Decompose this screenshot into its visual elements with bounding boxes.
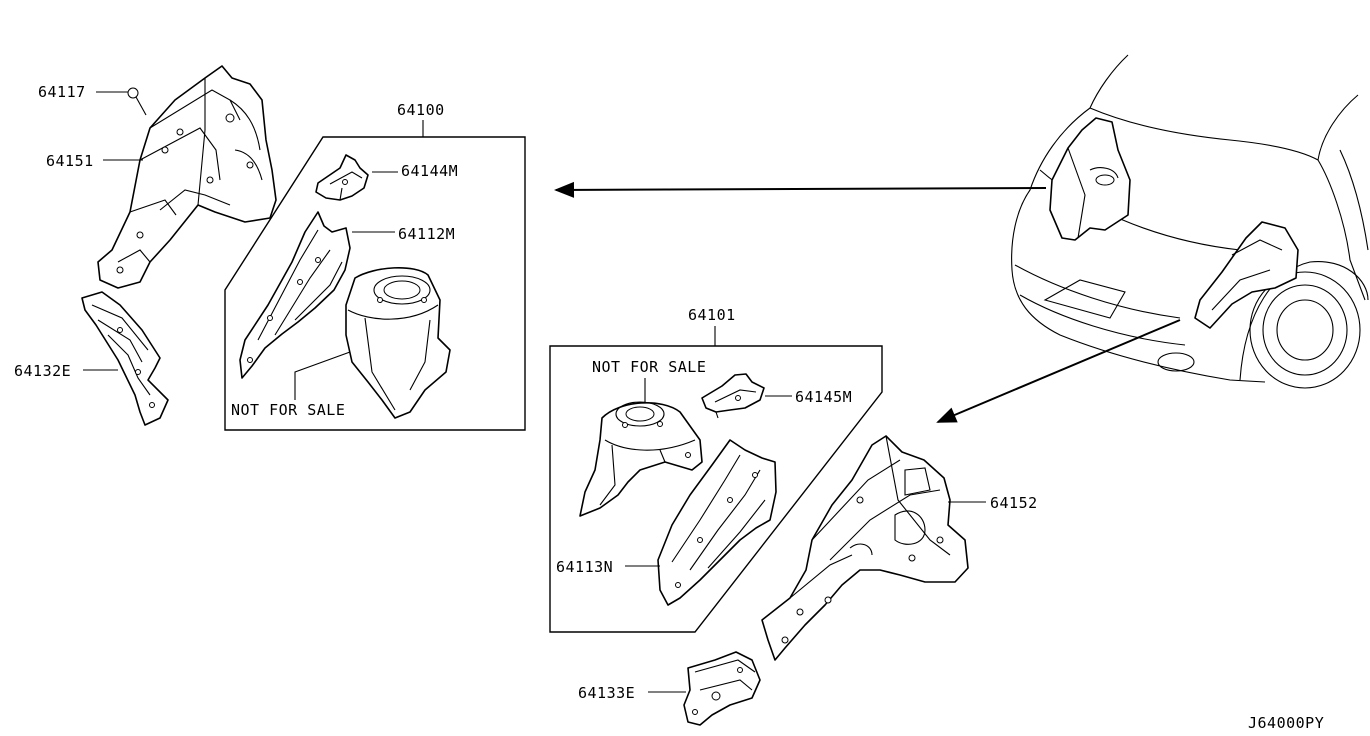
- strut-housing-left-part[interactable]: [345, 266, 451, 419]
- label-64113N: 64113N: [556, 558, 613, 576]
- clip-part[interactable]: [127, 87, 147, 116]
- label-64144M: 64144M: [401, 162, 458, 180]
- reinforcement-left-part[interactable]: [81, 291, 169, 426]
- label-64145M: 64145M: [795, 388, 852, 406]
- front-apron-left-part[interactable]: [97, 65, 277, 289]
- reinforcement-right-part[interactable]: [683, 651, 761, 726]
- label-64133E: 64133E: [578, 684, 635, 702]
- vehicle-front-outline: [1011, 54, 1369, 389]
- bracket-64145m-part[interactable]: [701, 373, 765, 419]
- label-not-for-sale-right: NOT FOR SALE: [592, 358, 706, 376]
- panel-64113n-part[interactable]: [657, 439, 777, 606]
- arrow-down-left-icon: [936, 319, 1181, 423]
- assembly-box-64100: [224, 120, 526, 431]
- label-not-for-sale-left: NOT FOR SALE: [231, 401, 345, 419]
- arrow-left-icon: [554, 181, 1047, 198]
- panel-64112m-part[interactable]: [239, 211, 351, 379]
- label-64100: 64100: [397, 101, 445, 119]
- label-64101: 64101: [688, 306, 736, 324]
- assembly-box-64101: [549, 326, 883, 633]
- label-64112M: 64112M: [398, 225, 455, 243]
- strut-housing-right-part[interactable]: [579, 401, 703, 517]
- label-64117: 64117: [38, 83, 86, 101]
- diagram-code: J64000PY: [1248, 714, 1324, 732]
- label-64152: 64152: [990, 494, 1038, 512]
- front-apron-right-part[interactable]: [761, 435, 969, 661]
- label-64132E: 64132E: [14, 362, 71, 380]
- label-64151: 64151: [46, 152, 94, 170]
- bracket-64144m-part[interactable]: [315, 154, 369, 201]
